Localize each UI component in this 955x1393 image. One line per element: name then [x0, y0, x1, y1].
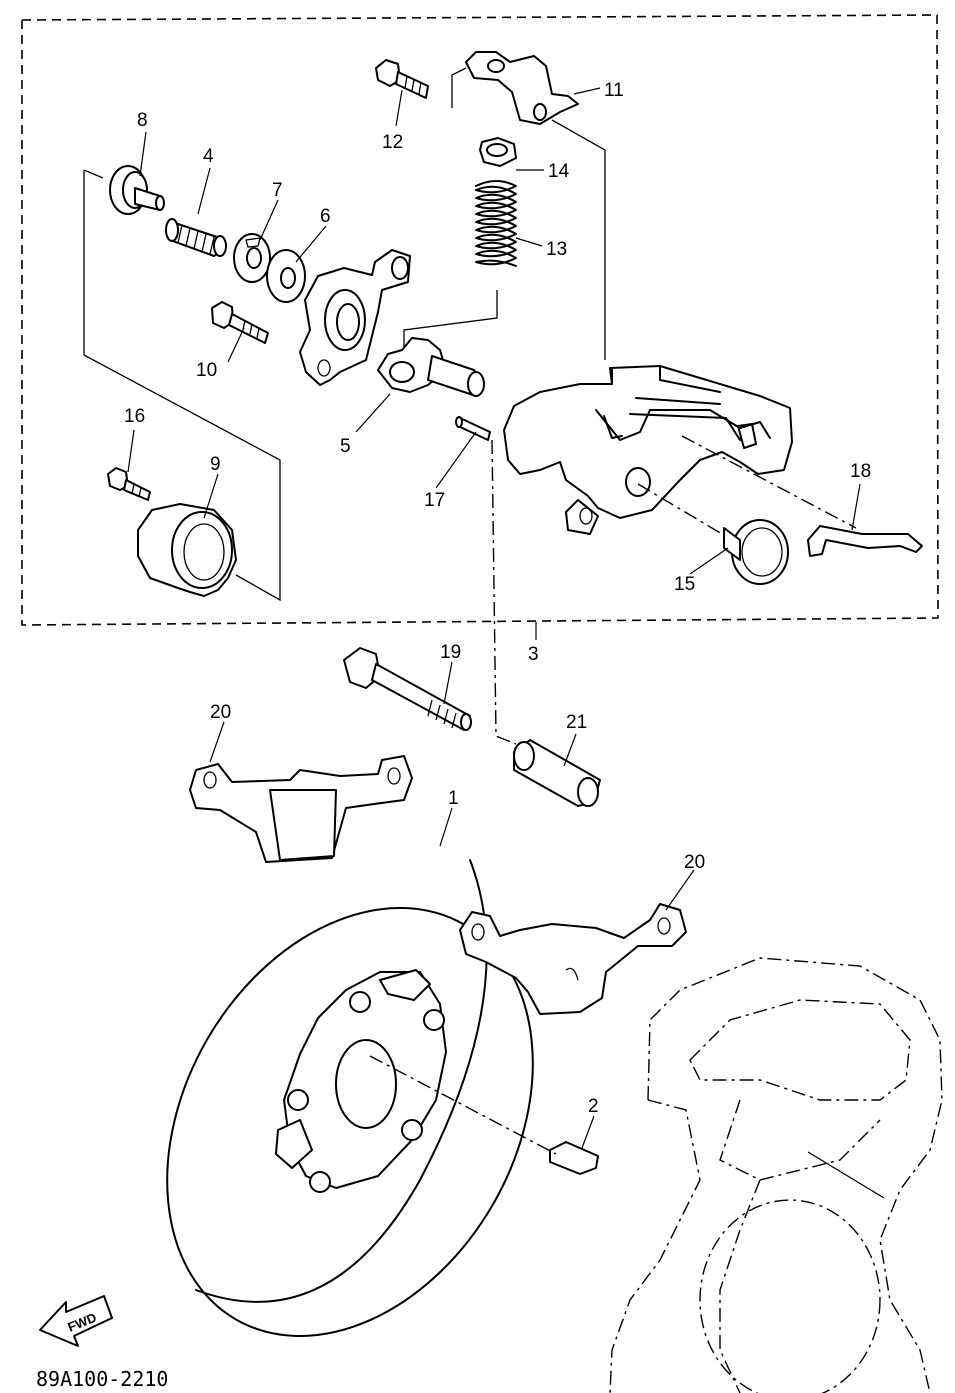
part-9-boot — [83, 354, 281, 602]
callout-14: 14 — [548, 161, 570, 182]
part-19-bolt — [343, 647, 472, 731]
part-21-sleeve — [513, 739, 601, 807]
drawing-code: 89A100-2210 — [36, 1367, 168, 1391]
subassembly-frame — [21, 14, 939, 626]
part-11-bracket — [451, 51, 579, 125]
part-7-washer — [233, 233, 271, 283]
part-5-cam — [377, 337, 485, 397]
part-12-bolt — [375, 59, 429, 99]
callout-9: 9 — [210, 454, 221, 475]
part-1-brake-disc — [166, 859, 534, 1337]
callout-6: 6 — [320, 206, 331, 227]
callout-11: 11 — [604, 80, 624, 101]
part-housing-bracket — [299, 249, 411, 386]
fwd-arrow-icon: FWD — [39, 1295, 113, 1347]
callout-7: 7 — [272, 180, 283, 201]
callout-20-lower: 20 — [684, 852, 705, 873]
callout-labels: 8 4 7 6 10 5 12 11 14 13 17 18 15 16 9 3… — [124, 80, 871, 1117]
frame-phantom — [609, 957, 943, 1393]
callout-2: 2 — [588, 1096, 599, 1117]
callout-13: 13 — [546, 239, 567, 260]
callout-12: 12 — [382, 132, 403, 153]
part-4-threaded-rod — [165, 218, 227, 257]
part-20-brake-pad-upper — [189, 755, 413, 863]
caliper-body — [503, 119, 793, 535]
callout-15: 15 — [674, 574, 695, 595]
callout-8: 8 — [137, 110, 148, 131]
callout-17: 17 — [424, 490, 445, 511]
callout-3: 3 — [528, 644, 539, 665]
part-17-pin — [455, 416, 491, 441]
callout-19: 19 — [440, 642, 461, 663]
part-13-spring — [403, 180, 517, 348]
callout-20-upper: 20 — [210, 702, 231, 723]
part-14-spring-seat — [479, 137, 517, 167]
part-16-bolt — [107, 467, 151, 501]
callout-4: 4 — [203, 146, 214, 167]
part-6-washer — [266, 249, 306, 303]
callout-1: 1 — [448, 788, 459, 809]
leader-lines — [127, 87, 861, 1149]
part-8-adjuster-knob — [83, 165, 165, 355]
part-15-piston — [637, 435, 857, 585]
callout-21: 21 — [566, 712, 587, 733]
part-10-bolt — [211, 301, 269, 344]
part-18-pad-spring — [807, 525, 923, 557]
callout-10: 10 — [196, 360, 217, 381]
callout-16: 16 — [124, 406, 145, 427]
centerline-pin — [491, 439, 517, 745]
part-20-brake-pad-lower — [459, 903, 687, 1015]
callout-18: 18 — [850, 461, 871, 482]
callout-5: 5 — [340, 436, 351, 457]
part-2-key — [369, 1055, 599, 1175]
